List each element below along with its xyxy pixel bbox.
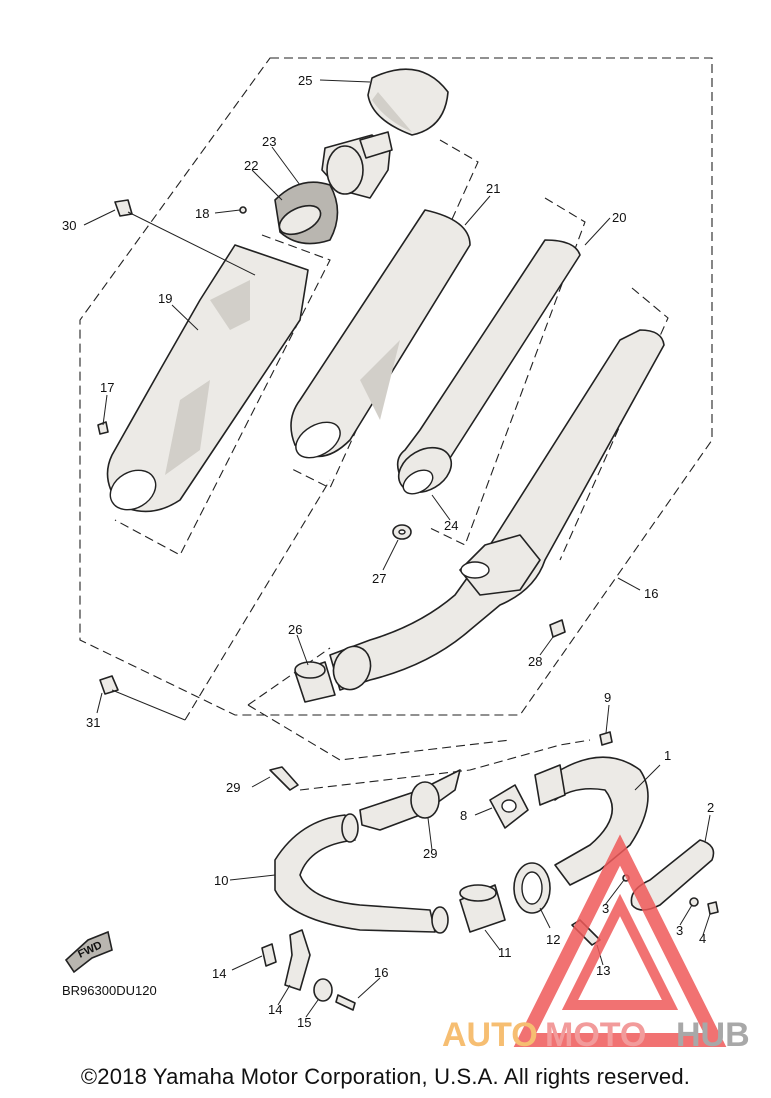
callout-20: 21 bbox=[486, 181, 500, 196]
part-19-outline bbox=[429, 197, 586, 546]
gasket-part-25 bbox=[294, 661, 336, 703]
watermark-triangle-icon bbox=[513, 834, 727, 1047]
callout-28: 29 bbox=[423, 846, 437, 861]
callout-3b: 3 bbox=[676, 923, 683, 938]
part-25-outline bbox=[247, 647, 511, 761]
gasket-part-5 bbox=[489, 784, 529, 829]
bracket-part-11 bbox=[284, 929, 311, 991]
nut-part-27 bbox=[549, 619, 566, 638]
callout-29: 29 bbox=[226, 780, 240, 795]
sleeve-part-8 bbox=[459, 884, 506, 933]
part-18-outline bbox=[114, 234, 331, 556]
watermark-logo: AUTO MOTO HUB bbox=[442, 834, 750, 1054]
callout-26: 27 bbox=[372, 571, 386, 586]
muffler-pipe-part-15 bbox=[329, 329, 665, 691]
callout-12: 15 bbox=[297, 1015, 311, 1030]
callout-2: 2 bbox=[707, 800, 714, 815]
callout-labels: 25 23 22 18 21 20 30 19 17 24 27 16 26 2… bbox=[62, 73, 714, 1030]
callout-1: 1 bbox=[664, 748, 671, 763]
part-31-outline bbox=[184, 479, 331, 721]
callout-7: 10 bbox=[214, 873, 228, 888]
bolt-part-31 bbox=[99, 675, 186, 721]
muffler-group-outline bbox=[79, 57, 713, 716]
callout-8: 11 bbox=[498, 945, 512, 960]
nut-part-4 bbox=[707, 901, 719, 915]
copyright-notice: ©2018 Yamaha Motor Corporation, U.S.A. A… bbox=[80, 1064, 691, 1089]
callout-24: 25 bbox=[298, 73, 312, 88]
callout-13: 16 bbox=[374, 965, 388, 980]
diagram-code: BR96300DU120 bbox=[62, 983, 157, 998]
spacer-part-12 bbox=[313, 978, 333, 1002]
bolt-part-29 bbox=[269, 766, 299, 791]
grommet-part-26 bbox=[392, 524, 412, 540]
callout-17: 18 bbox=[195, 206, 209, 221]
callout-19: 20 bbox=[612, 210, 626, 225]
callout-10: 13 bbox=[596, 963, 610, 978]
watermark-moto: MOTO bbox=[545, 1016, 646, 1054]
callout-5: 8 bbox=[460, 808, 467, 823]
end-cap-part-24 bbox=[367, 68, 449, 136]
seal-part-21 bbox=[274, 181, 339, 245]
insert-part-22 bbox=[321, 131, 393, 199]
bracket-part-28 bbox=[359, 769, 461, 831]
watermark-hub: HUB bbox=[676, 1016, 750, 1054]
bolt-part-17 bbox=[239, 206, 247, 214]
callout-16: 17 bbox=[100, 380, 114, 395]
pipe-part-19 bbox=[396, 239, 581, 495]
callout-25: 26 bbox=[288, 622, 302, 637]
callout-18: 19 bbox=[158, 291, 172, 306]
callout-3a: 3 bbox=[602, 901, 609, 916]
inner-tube-part-20 bbox=[290, 209, 471, 459]
part-28-outline bbox=[299, 739, 591, 791]
callout-31: 31 bbox=[86, 715, 100, 730]
callout-14: 14 bbox=[212, 966, 226, 981]
muffler-shell-part-18 bbox=[106, 244, 309, 513]
watermark-auto: AUTO bbox=[442, 1016, 538, 1054]
leader-lines bbox=[83, 79, 711, 1018]
callout-21: 22 bbox=[244, 158, 258, 173]
bolt-part-30 bbox=[114, 199, 256, 276]
exploded-parts-diagram: 25 23 22 18 21 20 30 19 17 24 27 16 26 2… bbox=[62, 57, 750, 1054]
callout-9: 12 bbox=[546, 932, 560, 947]
callout-6: 9 bbox=[604, 690, 611, 705]
callout-4: 4 bbox=[699, 931, 706, 946]
callout-23: 24 bbox=[444, 518, 458, 533]
fwd-arrow-icon: FWD bbox=[64, 930, 113, 974]
bolt-part-13 bbox=[335, 994, 356, 1011]
callout-11: 14 bbox=[268, 1002, 282, 1017]
part-20-outline bbox=[289, 139, 479, 489]
bolt-part-14 bbox=[261, 943, 277, 967]
callout-22: 23 bbox=[262, 134, 276, 149]
part-15-inner-outline bbox=[559, 287, 669, 561]
clamp-part-9 bbox=[513, 862, 551, 914]
callout-15: 16 bbox=[644, 586, 658, 601]
callout-30: 30 bbox=[62, 218, 76, 233]
callout-27: 28 bbox=[528, 654, 542, 669]
nut-part-6 bbox=[599, 731, 613, 746]
header-pipe-part-7 bbox=[274, 813, 449, 934]
